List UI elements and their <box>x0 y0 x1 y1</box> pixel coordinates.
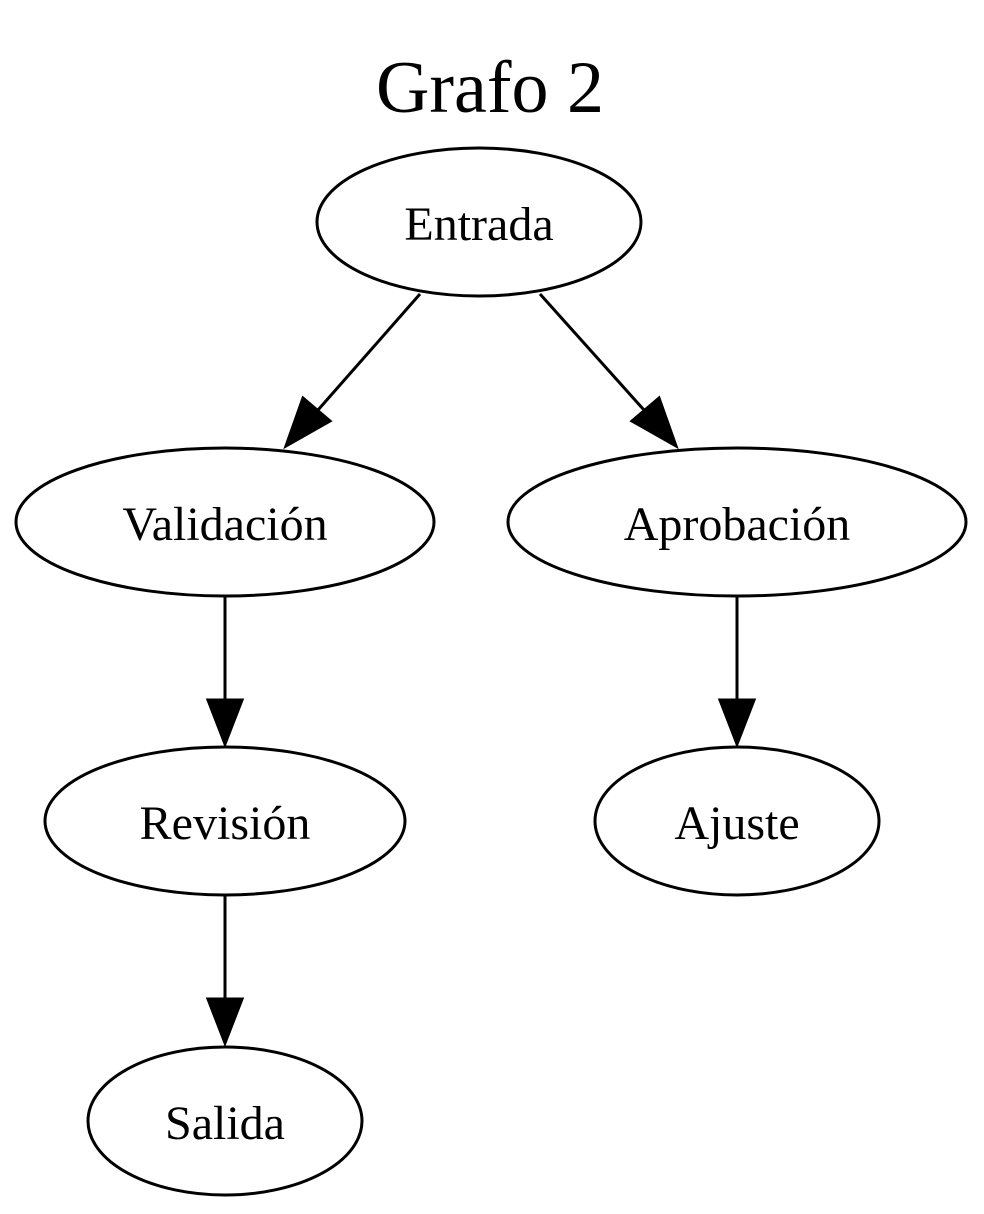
diagram-title: Grafo 2 <box>376 47 604 129</box>
node-validacion: Validación <box>14 446 436 598</box>
arrowhead-icon <box>205 997 245 1048</box>
node-label-validacion: Validación <box>122 498 327 551</box>
node-aprobacion: Aprobación <box>506 446 968 598</box>
node-ellipse <box>86 1045 364 1197</box>
node-label-aprobacion: Aprobación <box>624 498 851 551</box>
arrowhead-icon <box>717 698 757 749</box>
node-ellipse <box>14 446 436 598</box>
arrowhead-icon <box>283 395 333 450</box>
node-ellipse <box>593 745 881 897</box>
node-revision: Revisión <box>43 745 407 897</box>
node-label-revision: Revisión <box>140 797 311 850</box>
node-label-entrada: Entrada <box>404 198 553 251</box>
edge-line <box>316 293 422 411</box>
edge-entrada-validacion <box>283 293 422 450</box>
node-ellipse <box>43 745 407 897</box>
node-entrada: Entrada <box>315 146 643 298</box>
arrowhead-icon <box>629 395 679 450</box>
edge-revision-salida <box>205 896 245 1048</box>
node-ajuste: Ajuste <box>593 745 881 897</box>
node-label-salida: Salida <box>165 1097 285 1150</box>
edge-validacion-revision <box>205 597 245 749</box>
node-salida: Salida <box>86 1045 364 1197</box>
edge-entrada-aprobacion <box>538 292 679 450</box>
edge-line <box>538 292 646 412</box>
edge-aprobacion-ajuste <box>717 597 757 749</box>
node-ellipse <box>315 146 643 298</box>
node-ellipse <box>506 446 968 598</box>
node-label-ajuste: Ajuste <box>674 797 799 850</box>
arrowhead-icon <box>205 698 245 749</box>
